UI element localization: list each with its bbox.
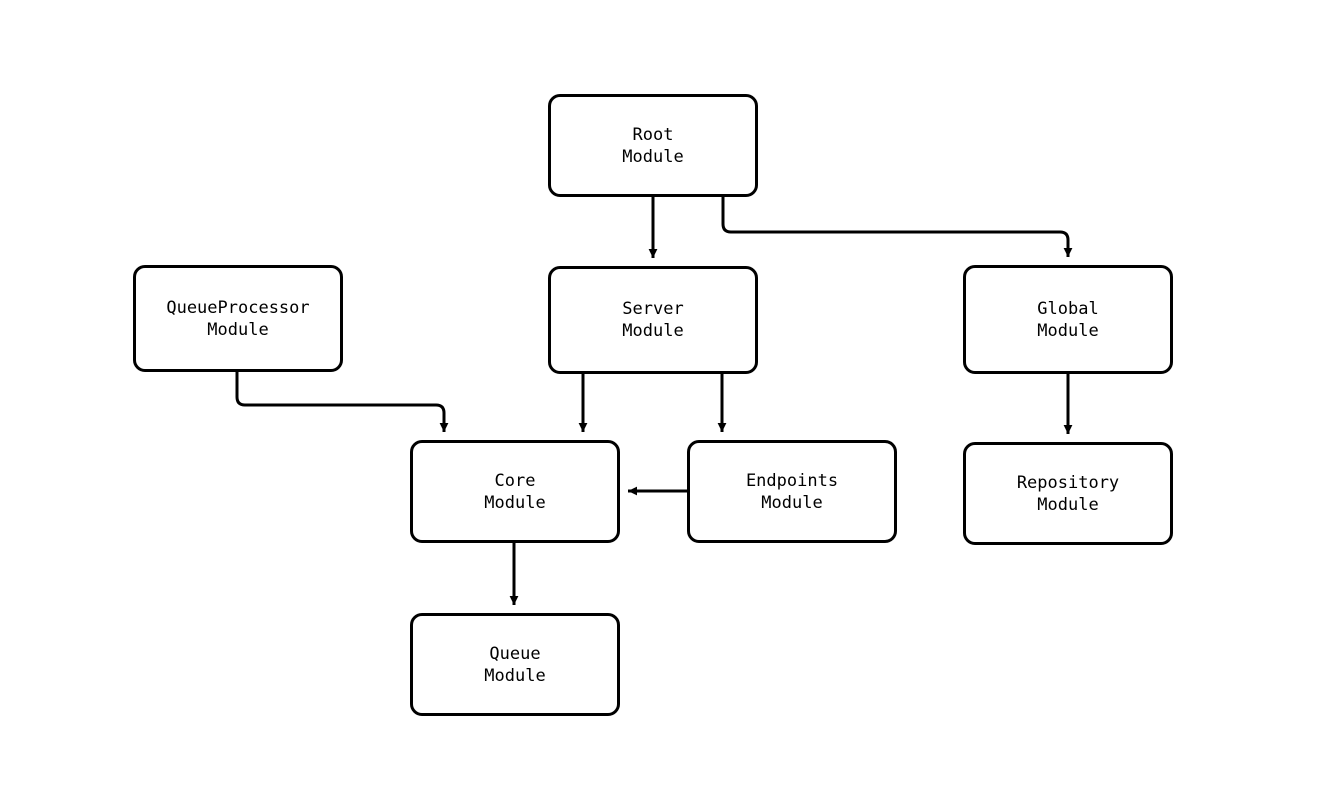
node-label-name: Core: [494, 470, 536, 491]
node-label-name: Queue: [489, 643, 541, 664]
node-label-name: Server: [622, 299, 684, 319]
node-label-suffix: Module: [1037, 494, 1099, 515]
node-label-name: Global: [1037, 298, 1099, 319]
node-label-suffix: Module: [207, 319, 269, 340]
edge-queueprocessor-to-core: [235, 372, 449, 433]
node-label-suffix: Module: [622, 146, 684, 167]
node-label-suffix: Module: [484, 665, 546, 686]
node-label-name: QueueProcessor: [166, 297, 310, 318]
node-label-suffix: Module: [622, 321, 684, 341]
node-label-suffix: Module: [484, 492, 546, 513]
node-label-name: Root: [632, 124, 674, 145]
edge-root-to-global: [721, 197, 1073, 258]
node-label-suffix: Module: [761, 492, 823, 513]
node-label-name: Repository: [1016, 472, 1120, 493]
node-label-name: Endpoints: [745, 470, 839, 491]
node-label-suffix: Module: [1037, 320, 1099, 341]
